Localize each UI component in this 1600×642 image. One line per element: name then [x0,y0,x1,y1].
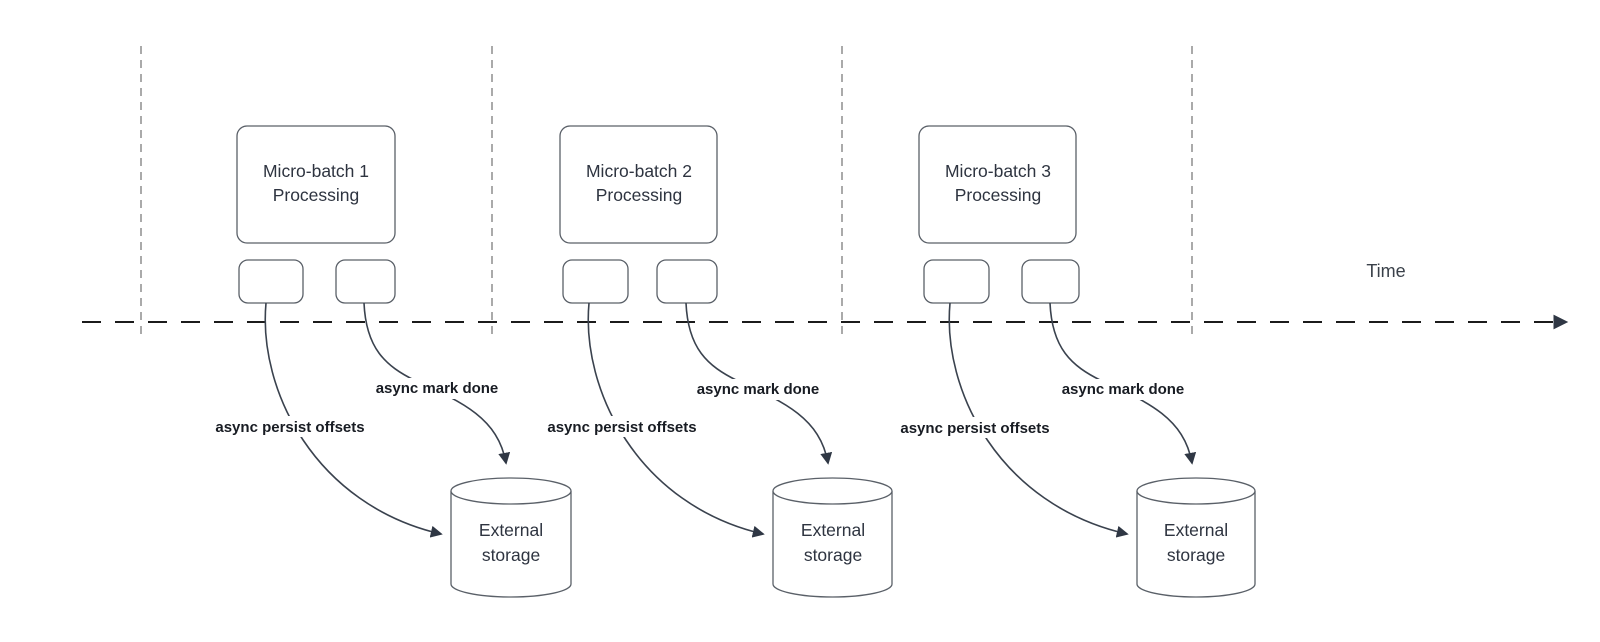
processing-box-2 [559,125,718,244]
time-axis-label: Time [1366,261,1405,281]
processing-box-3-title-line2: Processing [955,185,1042,205]
batch-group-3: Micro-batch 3 Processing External storag… [886,125,1256,598]
task-box-2a [562,259,629,304]
persist-offsets-label-3: async persist offsets [900,420,1049,437]
task-box-2b [656,259,718,304]
mark-done-label-2: async mark done [697,381,820,398]
processing-box-1-title-line2: Processing [273,185,360,205]
processing-box-1-title-line1: Micro-batch 1 [263,161,369,181]
storage-1-label-line2: storage [482,545,540,565]
mark-done-label-3: async mark done [1062,381,1185,398]
task-box-3a [923,259,990,304]
storage-cylinder-2-body [772,491,893,598]
processing-box-2-title-line1: Micro-batch 2 [586,161,692,181]
storage-3-label-line1: External [1164,520,1228,540]
persist-offsets-label-2: async persist offsets [547,419,696,436]
persist-offsets-label-1: async persist offsets [215,419,364,436]
storage-cylinder-1-top [450,477,572,505]
processing-box-3 [918,125,1077,244]
mark-done-label-bg-2 [685,379,831,400]
processing-box-1 [236,125,396,244]
mark-done-label-1: async mark done [376,380,499,397]
persist-offsets-arrow-1 [264,302,443,538]
storage-cylinder-2-top [772,477,893,505]
task-box-3b [1021,259,1080,304]
task-box-1b [335,259,396,304]
storage-cylinder-3-body [1136,491,1256,598]
time-axis: Time [82,261,1569,330]
persist-offsets-label-bg-2 [533,416,711,437]
storage-cylinder-3-top [1136,477,1256,505]
mark-done-label-bg-3 [1050,379,1196,400]
processing-box-2-title-line2: Processing [596,185,683,205]
persist-offsets-arrow-2 [587,302,765,538]
storage-2-label-line1: External [801,520,865,540]
persist-offsets-label-bg-1 [201,416,379,437]
lane-dividers [140,46,1193,338]
storage-2-label-line2: storage [804,545,862,565]
task-box-1a [238,259,304,304]
persist-offsets-arrow-3 [948,302,1129,538]
persist-offsets-label-bg-3 [886,417,1064,438]
batch-group-1: Micro-batch 1 Processing External storag… [201,125,572,598]
storage-3-label-line2: storage [1167,545,1225,565]
mark-done-label-bg-1 [364,378,510,399]
processing-box-3-title-line1: Micro-batch 3 [945,161,1051,181]
storage-cylinder-1-body [450,491,572,598]
storage-1-label-line1: External [479,520,543,540]
batch-group-2: Micro-batch 2 Processing External storag… [533,125,893,598]
